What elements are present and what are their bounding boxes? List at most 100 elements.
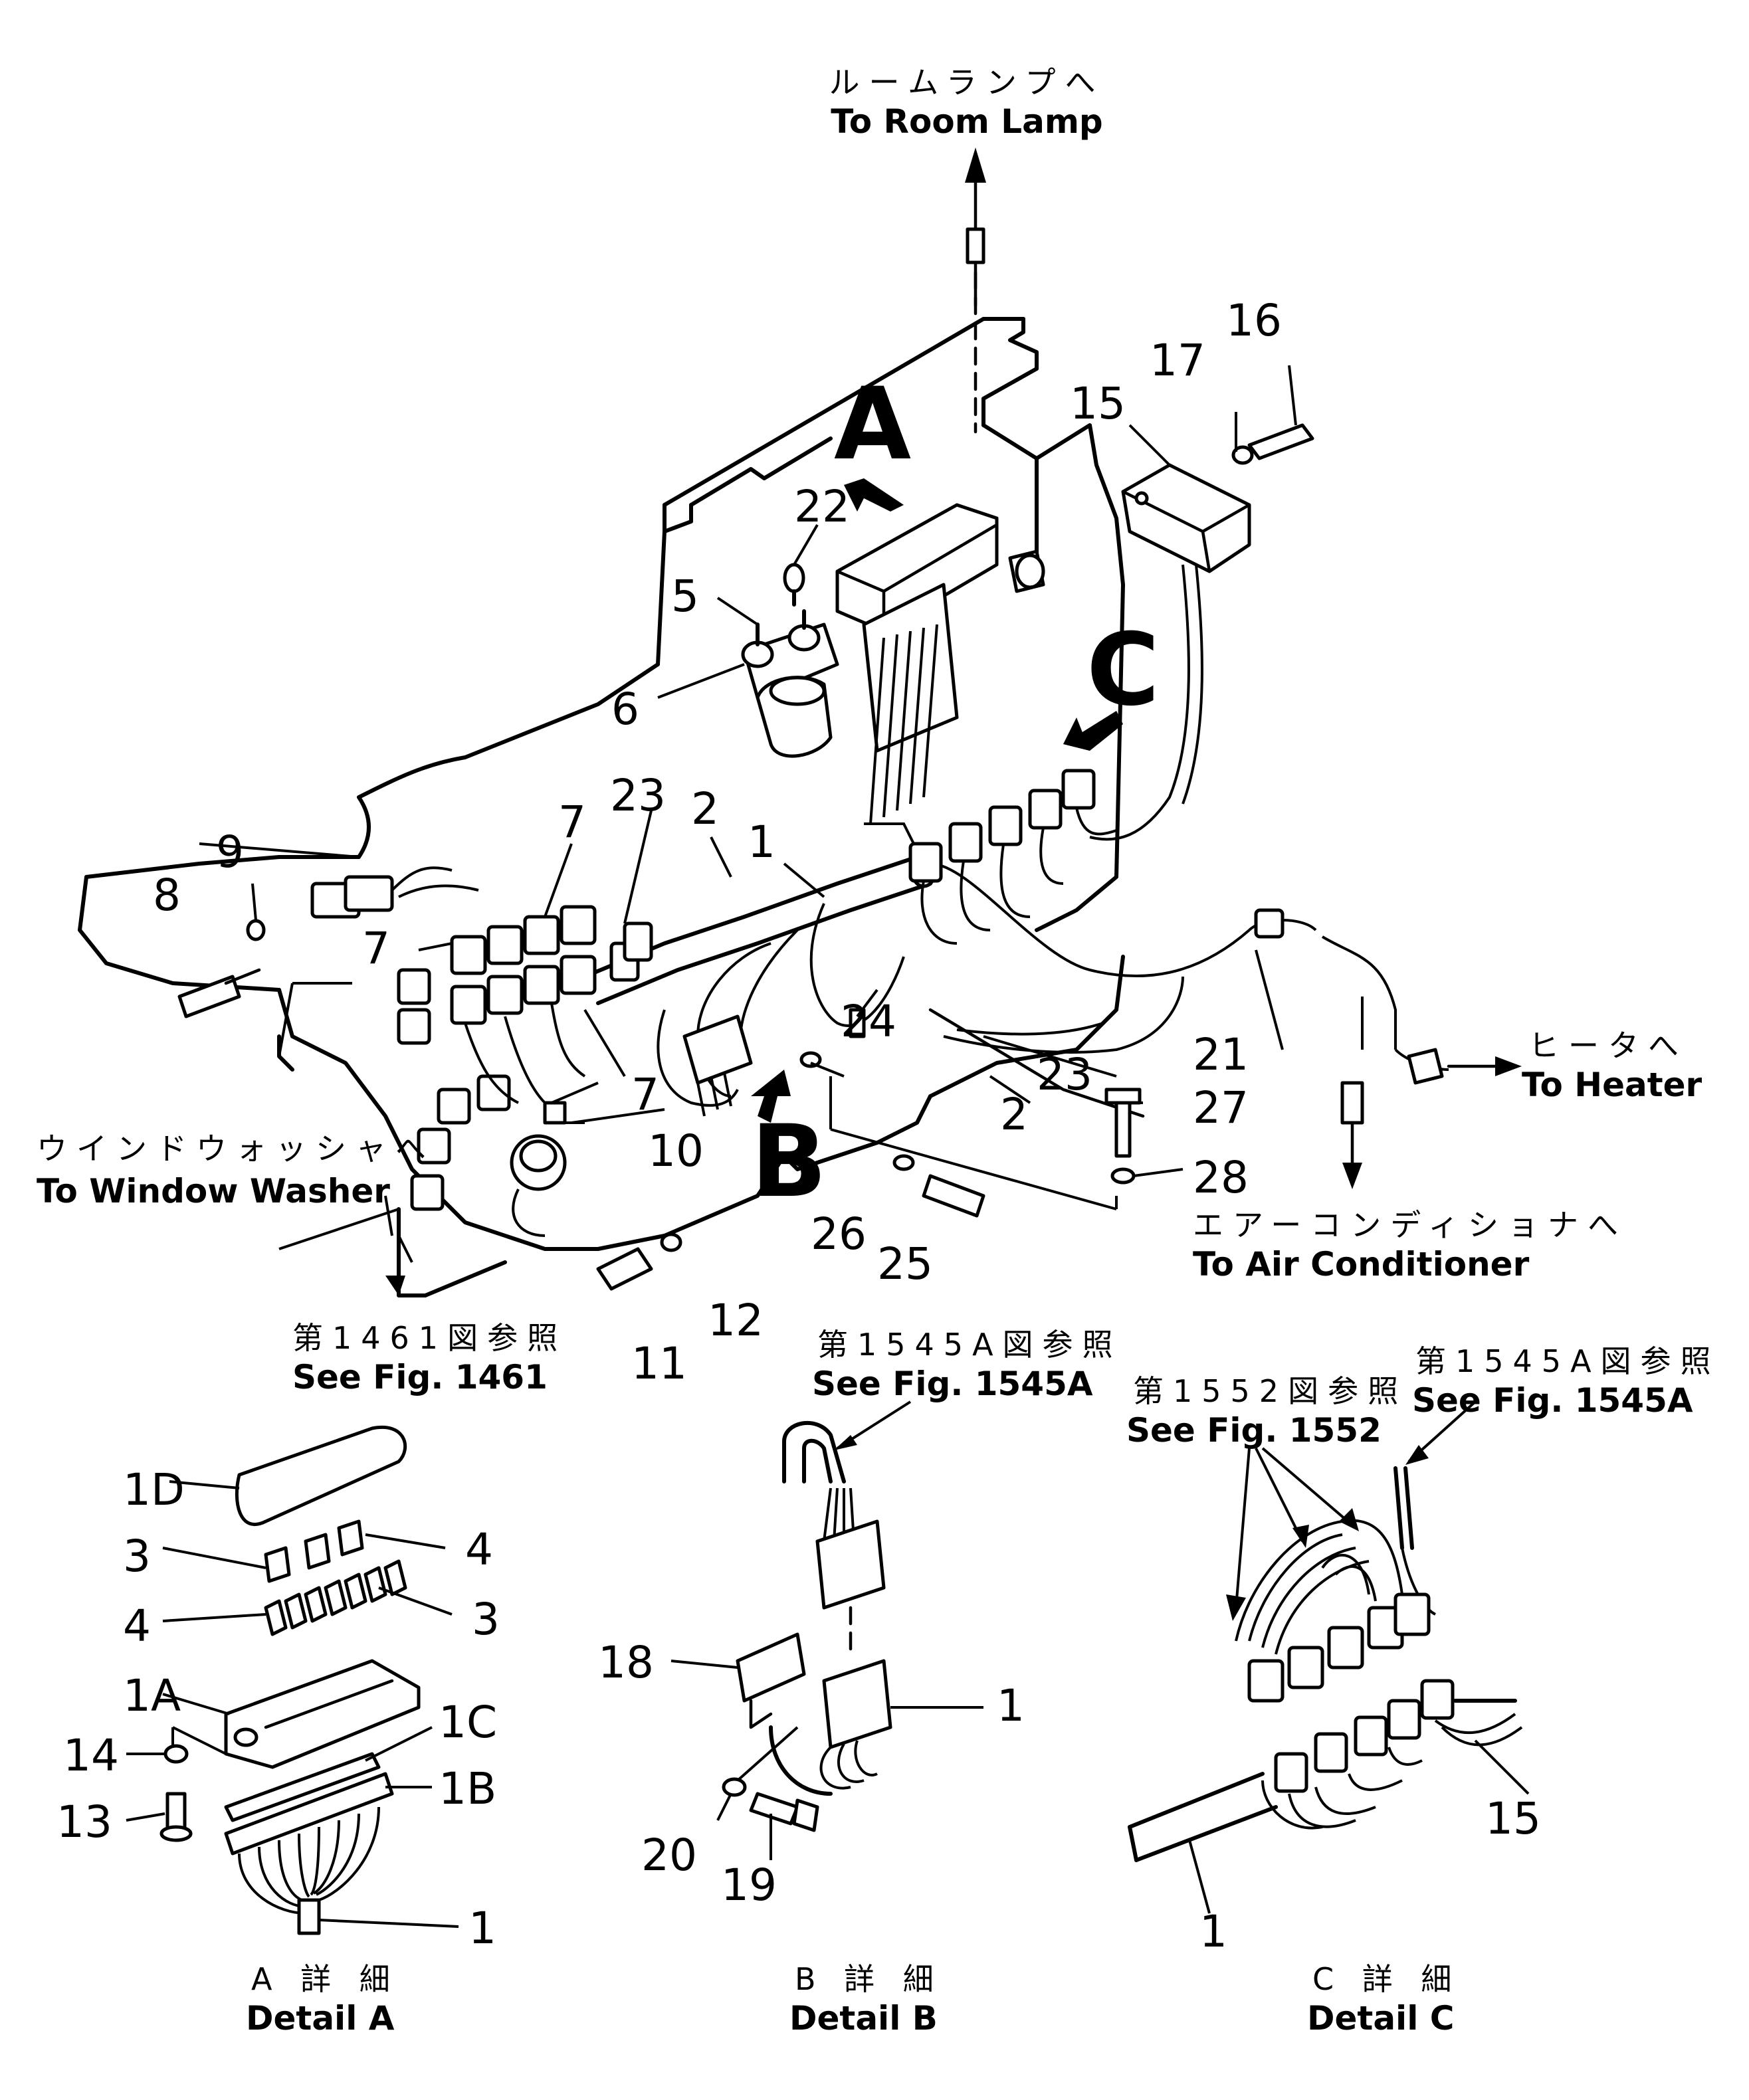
detail-b-leaders <box>670 1400 983 1860</box>
ref-fig1545a-b-en: See Fig. 1545A <box>812 1365 1093 1403</box>
room-lamp-lead <box>965 147 986 434</box>
window-washer-jp: ウインドウォッシャへ <box>37 1131 435 1167</box>
detail-c-connectors <box>1247 1592 1455 1793</box>
detail-a-leaders <box>126 1480 459 1928</box>
washer-20 <box>722 1777 747 1797</box>
part-label-17: 17 <box>1150 335 1205 386</box>
ref-fig1552-en: See Fig. 1552 <box>1126 1411 1382 1450</box>
view-letter-c: C <box>1086 613 1160 728</box>
detail-a-label-13: 13 <box>56 1796 112 1848</box>
detail-a-wires <box>238 1806 380 1935</box>
part-label-27: 27 <box>1193 1082 1249 1133</box>
detail-c-label-15: 15 <box>1485 1793 1541 1844</box>
relay-cluster <box>310 866 653 1237</box>
view-letter-a: A <box>834 367 911 482</box>
detail-c-caption-jp: C 詳 細 <box>1312 1961 1461 1997</box>
ref-fig1545a-b-jp: 第1545A図参照 <box>817 1327 1122 1363</box>
detail-a-label-1D: 1D <box>123 1464 185 1515</box>
fasteners <box>177 919 1142 1291</box>
part-label-6: 6 <box>611 684 639 735</box>
detail-c: 第1552図参照 See Fig. 1552 第1545A図参照 See Fig… <box>1126 1343 1720 2038</box>
room-lamp-jp: ルームランプへ <box>829 64 1105 100</box>
detail-a-label-1B: 1B <box>439 1763 496 1814</box>
panel-frame <box>656 317 1125 932</box>
part-label-11: 11 <box>631 1338 687 1389</box>
connector-female-1 <box>822 1659 892 1749</box>
part-label-23b: 23 <box>1037 1049 1092 1100</box>
part-label-16: 16 <box>1226 295 1282 346</box>
detail-a-label-14: 14 <box>63 1730 119 1781</box>
part-label-2b: 2 <box>1000 1089 1028 1140</box>
detail-a-label-1C: 1C <box>439 1697 497 1748</box>
part-label-23a: 23 <box>610 770 666 821</box>
part-label-24: 24 <box>841 996 896 1047</box>
detail-a-label-3a: 3 <box>123 1531 151 1582</box>
part-label-25: 25 <box>877 1238 933 1289</box>
part-label-5: 5 <box>671 571 699 622</box>
connector-c-group <box>908 711 1123 945</box>
part-label-26: 26 <box>811 1208 867 1260</box>
heater-en: To Heater <box>1522 1066 1702 1104</box>
control-unit <box>1089 423 1314 841</box>
ref-fig1552-jp: 第1552図参照 <box>1133 1373 1407 1409</box>
fuse-cover-1d <box>235 1425 407 1527</box>
detail-a-caption-en: Detail A <box>246 1999 395 2038</box>
part-label-1: 1 <box>748 816 775 868</box>
detail-b-label-18: 18 <box>598 1637 654 1688</box>
leader-lines <box>199 365 1297 1295</box>
heater-jp: ヒータへ <box>1528 1028 1688 1064</box>
connector-1b <box>224 1772 394 1856</box>
washer-14 <box>163 1744 189 1764</box>
view-a-arrow <box>844 478 904 512</box>
detail-b-label-20: 20 <box>641 1830 697 1881</box>
part-label-21: 21 <box>1193 1029 1249 1080</box>
connector-1c <box>224 1752 381 1822</box>
detail-c-harness <box>1128 1699 1523 1862</box>
connector-male <box>815 1519 886 1610</box>
ref-fig1461-jp: 第1461図参照 <box>292 1320 567 1356</box>
detail-b-caption-en: Detail B <box>789 1999 938 2038</box>
detail-b-label-19: 19 <box>721 1860 777 1911</box>
ref-fig1545a-c-en: See Fig. 1545A <box>1412 1381 1693 1420</box>
detail-b-caption-jp: B 詳 細 <box>795 1961 943 1997</box>
part-label-8: 8 <box>153 870 181 921</box>
switch-assembly <box>741 563 839 758</box>
detail-a-label-3b: 3 <box>472 1594 500 1645</box>
detail-c-leaders <box>1188 1400 1530 1914</box>
air-conditioner-en: To Air Conditioner <box>1193 1245 1530 1284</box>
detail-a-label-1A: 1A <box>123 1670 181 1721</box>
connector-b <box>657 1009 822 1123</box>
part-label-22: 22 <box>794 481 850 532</box>
main-part-labels: 22 5 6 23 2 1 7 7 7 9 8 10 24 2 23 21 27… <box>153 295 1282 1389</box>
fuse-holder-1a <box>224 1659 421 1769</box>
air-conditioner-jp: エアーコンディショナへ <box>1193 1207 1627 1243</box>
part-label-28: 28 <box>1193 1152 1249 1203</box>
detail-a-caption-jp: A 詳 細 <box>251 1961 399 1997</box>
terminal-strip <box>264 1559 407 1636</box>
part-label-15: 15 <box>1070 378 1126 429</box>
fuse-box <box>835 503 1045 851</box>
part-label-12: 12 <box>708 1295 764 1346</box>
part-label-9: 9 <box>216 826 244 878</box>
bolt-19 <box>749 1792 799 1826</box>
detail-c-caption-en: Detail C <box>1307 1999 1454 2038</box>
detail-b: 第1545A図参照 See Fig. 1545A 18 1 20 19 B 詳 … <box>598 1327 1122 2038</box>
detail-c-label-1: 1 <box>1199 1906 1227 1957</box>
ref-fig1545a-c-jp: 第1545A図参照 <box>1415 1343 1720 1379</box>
part-label-2a: 2 <box>691 783 719 834</box>
detail-c-wires-upper <box>1235 1466 1437 1655</box>
part-label-7c: 7 <box>631 1069 659 1120</box>
detail-a-label-4b: 4 <box>123 1600 151 1652</box>
clamp-18 <box>736 1632 806 1703</box>
detail-a-label-4a: 4 <box>465 1524 493 1575</box>
window-washer-en: To Window Washer <box>37 1172 390 1210</box>
connection-callouts: ルームランプへ To Room Lamp ヒータへ To Heater ウインド… <box>37 64 1702 1396</box>
detail-a-label-1: 1 <box>468 1903 496 1954</box>
fuse-clips <box>264 1519 364 1583</box>
part-label-7b: 7 <box>362 923 390 974</box>
harness-loop <box>782 1421 846 1483</box>
ref-fig1461-en: See Fig. 1461 <box>292 1358 548 1396</box>
detail-a: 1D 3 4 4 3 1A 1C 14 1B 13 1 A 詳 細 Detail… <box>56 1425 500 2038</box>
part-label-10: 10 <box>648 1125 704 1177</box>
